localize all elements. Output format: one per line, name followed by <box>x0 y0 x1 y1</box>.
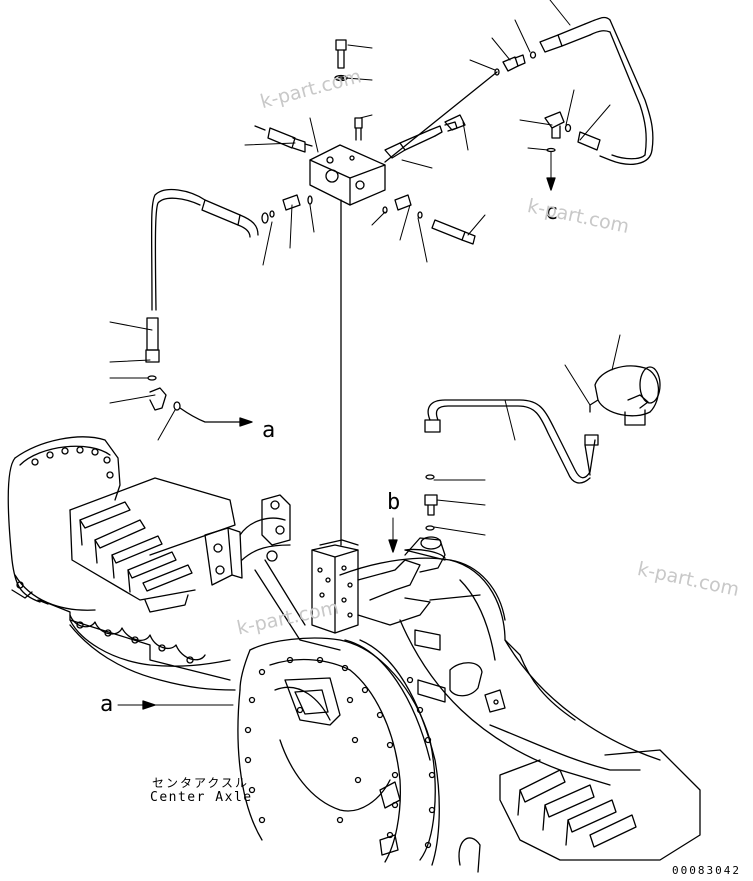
valve-block <box>309 144 386 206</box>
top-right-fittings <box>494 16 654 165</box>
elbow-fitting <box>544 111 572 153</box>
caption-japanese: センタアクスル <box>152 776 250 790</box>
callout-b: b <box>387 490 401 515</box>
arrows <box>117 151 556 710</box>
right-mid-fittings <box>382 194 476 245</box>
center-ring <box>237 637 440 866</box>
center-bracket <box>311 536 446 634</box>
right-axle-housing <box>339 549 701 873</box>
left-axle-housing <box>7 436 236 691</box>
right-sensor <box>384 121 458 159</box>
small-plug <box>354 117 363 141</box>
left-sensor <box>254 125 313 153</box>
block-to-fitting-line <box>384 71 498 163</box>
part-number: 00083042 <box>672 864 741 877</box>
left-vertical-fittings <box>145 317 241 423</box>
flange-fitting <box>204 494 341 651</box>
caption-english: Center Axle <box>150 790 253 805</box>
right-pipe-cylinder <box>424 365 661 531</box>
leader-lines <box>109 0 621 536</box>
wire-clip <box>444 114 466 131</box>
callout-a-top: a <box>262 418 276 443</box>
left-hose <box>150 188 313 311</box>
callout-c-top: c <box>545 200 559 225</box>
callout-a-bottom: a <box>100 692 114 717</box>
